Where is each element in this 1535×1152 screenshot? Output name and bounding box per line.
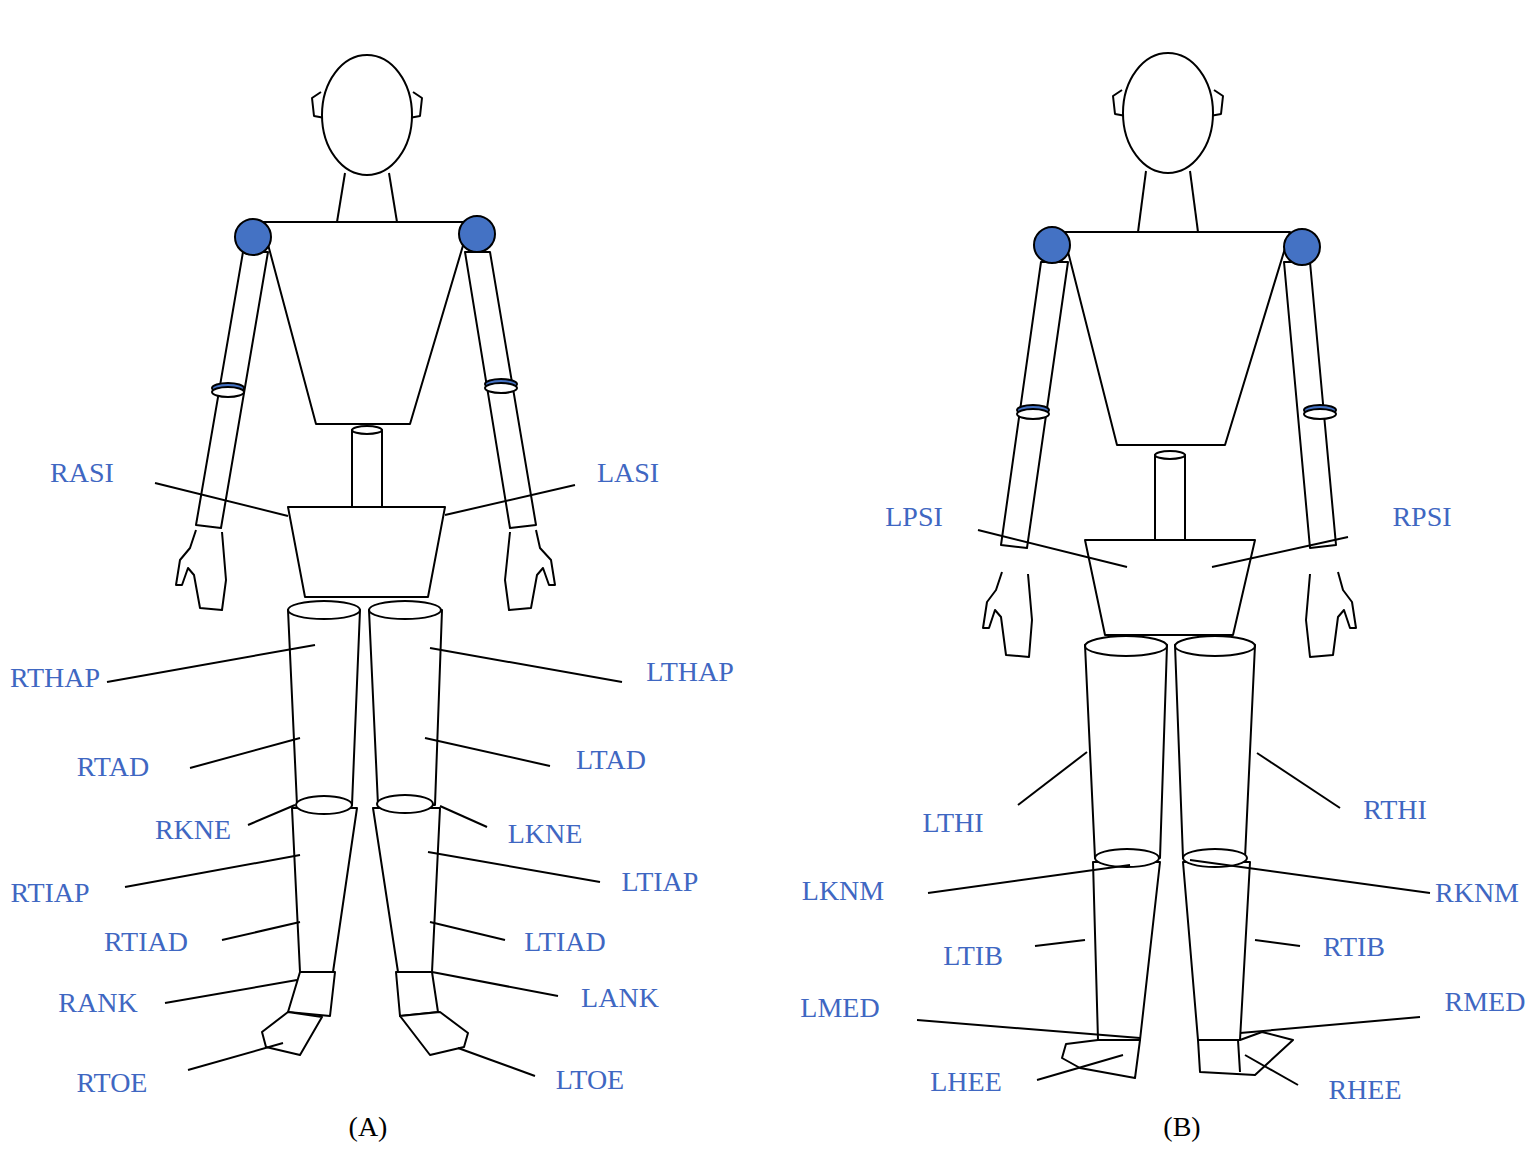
marker-label: LTIAP [622,868,699,896]
marker-label: RKNM [1435,879,1519,907]
marker-label: LTIAD [524,928,605,956]
marker-label: RKNE [155,816,231,844]
marker-label: RTAD [77,753,149,781]
marker-label: LTHI [922,809,983,837]
marker-label: LTIB [943,942,1003,970]
marker-label: LPSI [885,503,943,531]
marker-label: RTIB [1323,933,1385,961]
leader-lines [107,483,1430,1085]
marker-label: RANK [58,989,137,1017]
marker-label: LANK [581,984,659,1012]
marker-label: LMED [800,994,879,1022]
panel-label: (A) [349,1113,388,1141]
marker-label: LTHAP [646,658,734,686]
marker-label: LASI [597,459,659,487]
marker-label: RTHI [1363,796,1427,824]
marker-label: LKNE [508,820,583,848]
panel-label: (B) [1163,1113,1200,1141]
marker-label: LTOE [556,1066,624,1094]
marker-label: LTAD [576,746,646,774]
marker-label: RMED [1445,988,1526,1016]
marker-label: RPSI [1392,503,1451,531]
marker-label: LHEE [930,1068,1002,1096]
marker-label: RASI [50,459,114,487]
marker-label: RTOE [77,1069,148,1097]
marker-label: RTIAP [10,879,89,907]
marker-label: LKNM [802,877,884,905]
marker-label: RTIAD [104,928,188,956]
marker-label: RTHAP [10,664,100,692]
marker-label: RHEE [1328,1076,1401,1104]
